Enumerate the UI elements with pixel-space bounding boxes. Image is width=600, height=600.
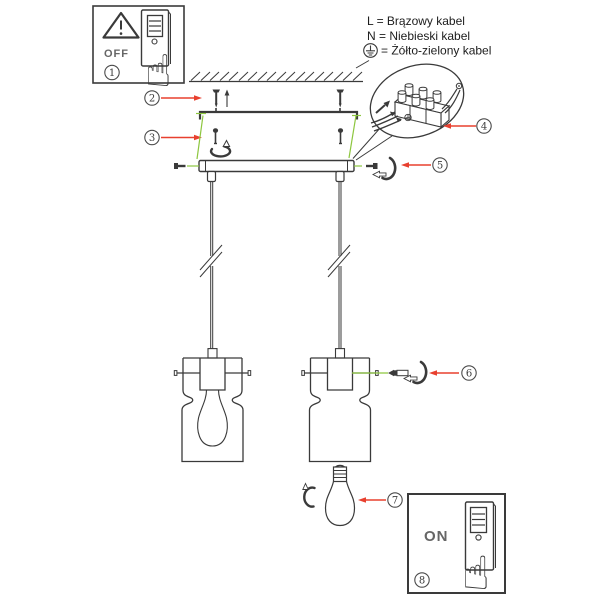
- earth-ground-icon: [363, 43, 378, 58]
- step-6-shade-screw: 6: [352, 360, 477, 385]
- svg-text:3: 3: [149, 133, 155, 144]
- up-arrow-icon: [224, 89, 230, 107]
- svg-text:7: 7: [392, 496, 398, 507]
- ceiling-canopy: [174, 159, 378, 183]
- light-bulb: [324, 464, 356, 527]
- step-3-badge: 3: [144, 129, 160, 146]
- side-set-screw: [354, 163, 378, 169]
- svg-text:6: 6: [466, 369, 472, 380]
- bulb-inside: [197, 389, 228, 447]
- step-5-arrow: [401, 162, 431, 168]
- step-8-power-on-box: ON ☝ 8: [407, 493, 506, 600]
- pendant-shade-left: [173, 348, 252, 463]
- svg-text:8: 8: [419, 576, 425, 587]
- legend-line-neutral: N = Niebieski kabel: [367, 29, 470, 43]
- left-arrow-outline-icon: [403, 374, 418, 383]
- length-break-mark: [327, 251, 351, 278]
- pointing-hand-icon: ☝: [462, 546, 490, 600]
- glass-cylinder: [308, 389, 372, 463]
- warning-triangle-icon: [102, 11, 140, 39]
- svg-text:2: 2: [149, 94, 155, 105]
- right-cable: [327, 181, 351, 349]
- pointing-hand-icon: ☝: [145, 46, 172, 97]
- light-switch-on: [464, 501, 496, 571]
- grub-screw-icon: [388, 369, 409, 377]
- step-4-wiring-detail: 4: [352, 60, 492, 161]
- cord-ferrule: [207, 348, 218, 359]
- rotate-hook-icon: [302, 482, 316, 508]
- step-1-power-off-box: OFF ☝ 1: [92, 5, 185, 97]
- svg-text:4: 4: [481, 122, 487, 133]
- step-7-badge: 7: [387, 492, 403, 508]
- length-break-mark: [199, 244, 223, 271]
- step-4-arrow: [443, 123, 476, 129]
- step-3-arrow: [161, 134, 202, 141]
- switch-touch-point: [151, 38, 158, 45]
- screw-icon: [337, 128, 344, 145]
- screw-icon: [212, 128, 219, 145]
- step-5-set-screw: 5: [372, 156, 448, 181]
- step-7-arrow: [358, 497, 386, 503]
- step-6-badge: 6: [461, 365, 477, 381]
- legend-line-live: L = Brązowy kabel: [367, 14, 465, 28]
- left-cable: [199, 181, 223, 349]
- step-1-badge: 1: [104, 64, 120, 81]
- ceiling-hatch: [189, 71, 363, 83]
- pendant-shade-right: [301, 348, 379, 463]
- step-2-arrow: [161, 95, 202, 101]
- output-cable: [441, 82, 463, 114]
- insert-direction-arrow: [375, 100, 390, 114]
- terminal-screws: [397, 83, 442, 110]
- hook-tool-icon: [412, 360, 428, 385]
- glass-cylinder: [181, 389, 244, 463]
- mounting-bracket: [198, 108, 359, 120]
- terminal-block: [370, 82, 463, 132]
- socket-cap: [199, 358, 226, 391]
- step-4-badge: 4: [476, 118, 492, 134]
- input-wires: [370, 111, 402, 132]
- light-switch-off: [140, 9, 171, 67]
- alignment-projection-lines: [196, 112, 361, 160]
- length-break-mark: [199, 251, 223, 278]
- bulb-glass: [324, 481, 356, 527]
- hook-tool-icon: [381, 156, 397, 181]
- svg-text:1: 1: [109, 68, 115, 79]
- screw-icon: [336, 89, 344, 108]
- step-2-ceiling-screws: 2: [144, 89, 344, 108]
- earth-ground-icon: [404, 113, 412, 122]
- legend-line-earth: = Żółto-zielony kabel: [381, 44, 491, 58]
- cable-gland: [206, 170, 217, 183]
- svg-text:5: 5: [437, 161, 443, 172]
- step-3-fix-canopy: 3: [144, 112, 361, 160]
- side-set-screw: [174, 163, 199, 169]
- rotate-arrow-icon: [209, 139, 232, 158]
- off-label: OFF: [104, 48, 129, 60]
- cable-gland: [335, 170, 345, 183]
- step-7-install-bulb: 7: [302, 464, 403, 527]
- suspension-cables: [199, 181, 351, 349]
- cord-ferrule: [334, 348, 346, 359]
- socket-cap: [326, 358, 354, 391]
- step-6-arrow: [429, 370, 459, 376]
- length-break-mark: [327, 244, 351, 271]
- step-2-badge: 2: [144, 90, 160, 106]
- wire-end-mark: [355, 60, 370, 69]
- step-5-badge: 5: [432, 157, 448, 173]
- switch-touch-point: [475, 534, 482, 541]
- screw-icon: [212, 89, 220, 108]
- left-arrow-outline-icon: [372, 170, 387, 179]
- step-8-badge: 8: [414, 572, 430, 588]
- on-label: ON: [424, 528, 449, 545]
- mounting-crossbar: [173, 370, 252, 376]
- wiring-legend: L = Brązowy kabel N = Niebieski kabel = …: [363, 14, 491, 58]
